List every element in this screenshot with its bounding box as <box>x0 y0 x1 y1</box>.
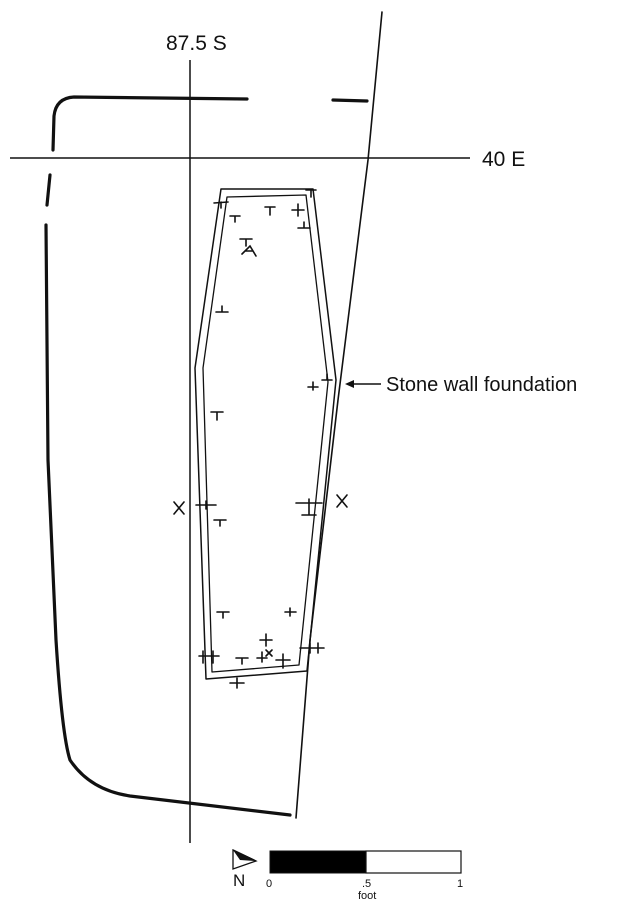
grid-label-87-5-s: 87.5 S <box>166 32 227 55</box>
stone-wall-foundation <box>295 11 383 819</box>
grid-label-40-e: 40 E <box>482 148 525 171</box>
scale-tick-end: 1 <box>457 878 463 890</box>
excavation-unit-outline <box>44 95 369 817</box>
north-arrow <box>232 848 258 870</box>
scale-tick-mid: .5 <box>362 878 371 890</box>
coffin-outline <box>194 188 337 680</box>
scale-bar <box>269 850 462 874</box>
north-arrow-letter: N <box>233 871 245 890</box>
scale-tick-0: 0 <box>266 878 272 890</box>
survey-marks <box>173 189 348 689</box>
wall-label-arrow <box>345 380 381 388</box>
scale-unit: foot <box>358 890 376 902</box>
wall-label: Stone wall foundation <box>386 374 577 396</box>
